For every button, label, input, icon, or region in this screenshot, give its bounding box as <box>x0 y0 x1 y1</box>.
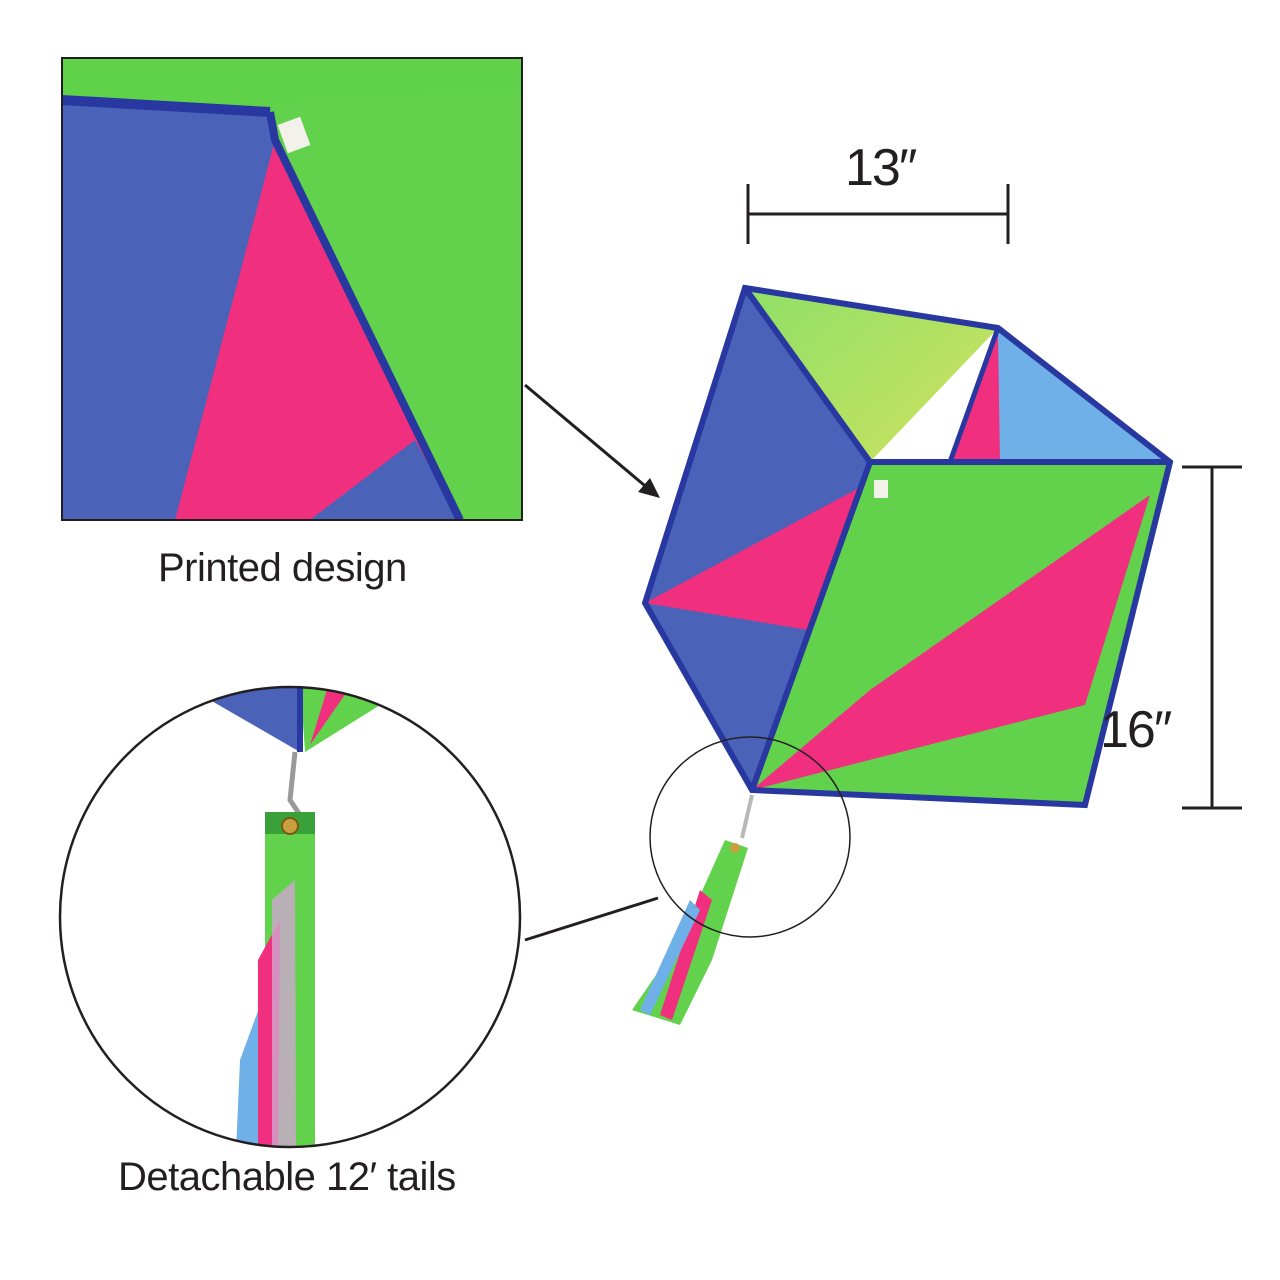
fabric-tab <box>277 116 311 154</box>
width-dimension-line <box>746 184 1010 244</box>
tail-detail-zoom <box>60 687 520 1147</box>
tail-pointer-line <box>524 896 659 942</box>
box-kite <box>632 284 1174 1025</box>
zoom-pointer-line <box>524 383 651 492</box>
zoom-frame <box>61 57 523 521</box>
arrow-head-icon <box>638 478 660 498</box>
printed-design-caption: Printed design <box>158 546 407 590</box>
swivel-clip <box>740 794 754 839</box>
grommet <box>730 843 740 853</box>
width-label: 13″ <box>845 139 917 197</box>
printed-design-zoom <box>62 58 522 520</box>
height-dimension-line <box>1182 465 1242 810</box>
fabric-tab <box>874 480 888 498</box>
height-label: 16″ <box>1100 701 1172 759</box>
tail-zoom-frame <box>58 685 522 1149</box>
tails-caption: Detachable 12′ tails <box>118 1155 456 1199</box>
tail-highlight-circle <box>649 736 851 938</box>
